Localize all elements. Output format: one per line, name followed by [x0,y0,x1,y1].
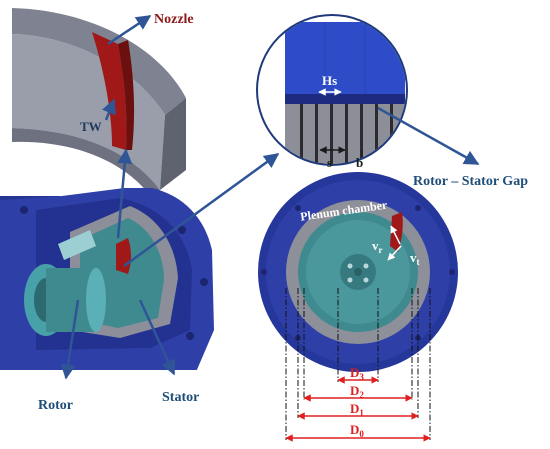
nozzle-detail-pointer [116,148,133,239]
reactor-top-view [258,172,458,372]
d1-label: D1 [350,401,364,418]
nozzle-detail-view [12,8,186,198]
nozzle-label: Nozzle [154,12,194,27]
d2-label: D2 [350,383,364,400]
b-label: b [356,155,363,170]
d0-label: D0 [350,422,364,439]
rotor-label: Rotor [38,398,73,413]
dimension-extension-lines [285,288,431,440]
tw-pointer [102,98,116,121]
pointer-arrows [60,14,480,380]
s-label: s [327,155,332,170]
gap-label-pointer [377,106,480,166]
gap-zoom-view [256,14,408,166]
rotor-pointer [60,299,80,380]
stator-pointer [138,299,176,376]
vt-label: vt [410,250,420,267]
tw-label: TW [80,119,102,134]
vt-arrow [387,245,402,261]
vr-label: vr [372,238,383,255]
gap-zoom-pointer [123,152,280,268]
stator-label: Stator [162,390,199,405]
rotor-stator-gap-label: Rotor – Stator Gap [413,174,528,189]
vr-arrow [390,225,401,245]
nozzle-slot [92,32,127,150]
d3-label: D3 [350,365,364,382]
reactor-cutaway-view [0,188,214,370]
hs-label: Hs [322,73,337,88]
diameter-dimensions [285,376,431,442]
nozzle-pointer [107,14,152,46]
